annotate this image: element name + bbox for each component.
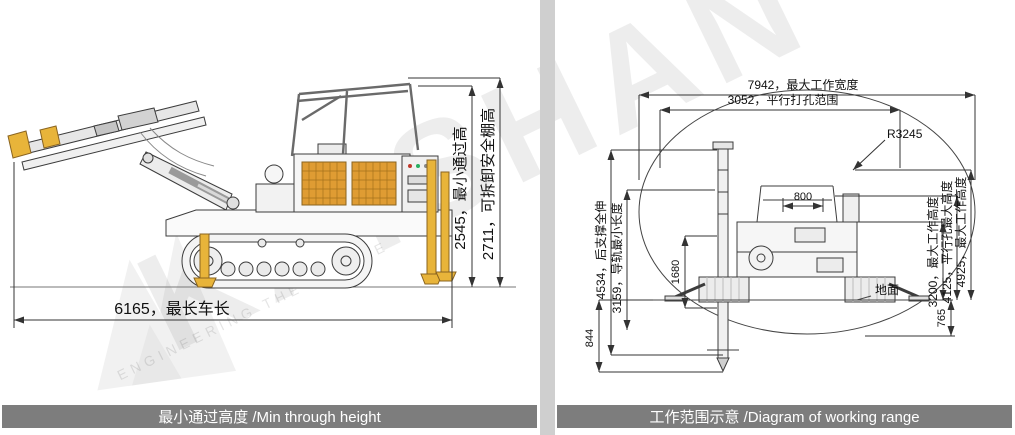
right-dimension-lines [595, 91, 976, 373]
support-jacks [193, 159, 457, 288]
dim-1680: 1680 [670, 260, 682, 284]
drill-rig-side-view [7, 82, 516, 289]
dim-765: 765 [936, 309, 948, 327]
left-panel: 6165，最长车长 2545，最小通过高 2711，可拆卸安全棚高 最小通过高度… [2, 77, 537, 428]
drill-bit [716, 357, 730, 373]
drill-rig-front-view [664, 141, 930, 373]
safety-canopy [290, 82, 420, 157]
dim-canopy-height: 2711，可拆卸安全棚高 [479, 108, 497, 260]
dim-rail-min-length: 3159，导轨最小长度 [609, 203, 624, 314]
dim-parallel-hole-max-height: 4125，平行孔最大高度 [939, 181, 954, 304]
right-caption-bar: 工作范围示意 /Diagram of working range [557, 405, 1012, 428]
dim-rear-support-full: 4534，后支撑全伸 [593, 201, 608, 300]
deck [165, 209, 453, 237]
ground-leader [856, 295, 872, 301]
dim-parallel-drill-range: 3052，平行打孔范围 [728, 93, 839, 107]
min-through-height-diagram: 6165，最长车长 2545，最小通过高 2711，可拆卸安全棚高 [7, 77, 516, 328]
left-caption-bar: 最小通过高度 /Min through height [2, 405, 537, 428]
panel-divider [540, 0, 555, 435]
dim-min-through-height: 2545，最小通过高 [452, 126, 469, 249]
air-filter [264, 164, 284, 184]
dim-800: 800 [794, 191, 812, 203]
right-caption-text: 工作范围示意 /Diagram of working range [649, 409, 920, 426]
left-caption-text: 最小通过高度 /Min through height [158, 409, 381, 426]
tracks-front [698, 276, 896, 303]
dim-arc-radius: R3245 [887, 127, 923, 141]
drill-mast [707, 141, 739, 373]
dim-vehicle-length: 6165，最长车长 [114, 300, 230, 318]
machine-body [736, 193, 860, 278]
left-dimension-lines [13, 77, 504, 328]
ground-label: 地面 [875, 283, 899, 297]
cab-frame [756, 185, 838, 223]
working-range-diagram: 7942，最大工作宽度 3052，平行打孔范围 R3245 800 1680 4… [584, 77, 976, 373]
dim-3200-height: 3200，最大工作高度 [925, 197, 940, 308]
engine-compartment [293, 143, 411, 213]
drill-feed-rail [7, 100, 215, 177]
hydraulic-tank [255, 183, 295, 213]
working-range-ellipse [638, 89, 976, 335]
dim-844: 844 [584, 329, 596, 347]
drill-boom [139, 151, 240, 211]
right-panel: 7942，最大工作宽度 3052，平行打孔范围 R3245 800 1680 4… [555, 0, 1015, 435]
dim-max-work-width: 7942，最大工作宽度 [748, 77, 859, 92]
dim-max-work-height: 4925，最大工作高度 [953, 177, 968, 288]
outriggers [664, 282, 930, 302]
